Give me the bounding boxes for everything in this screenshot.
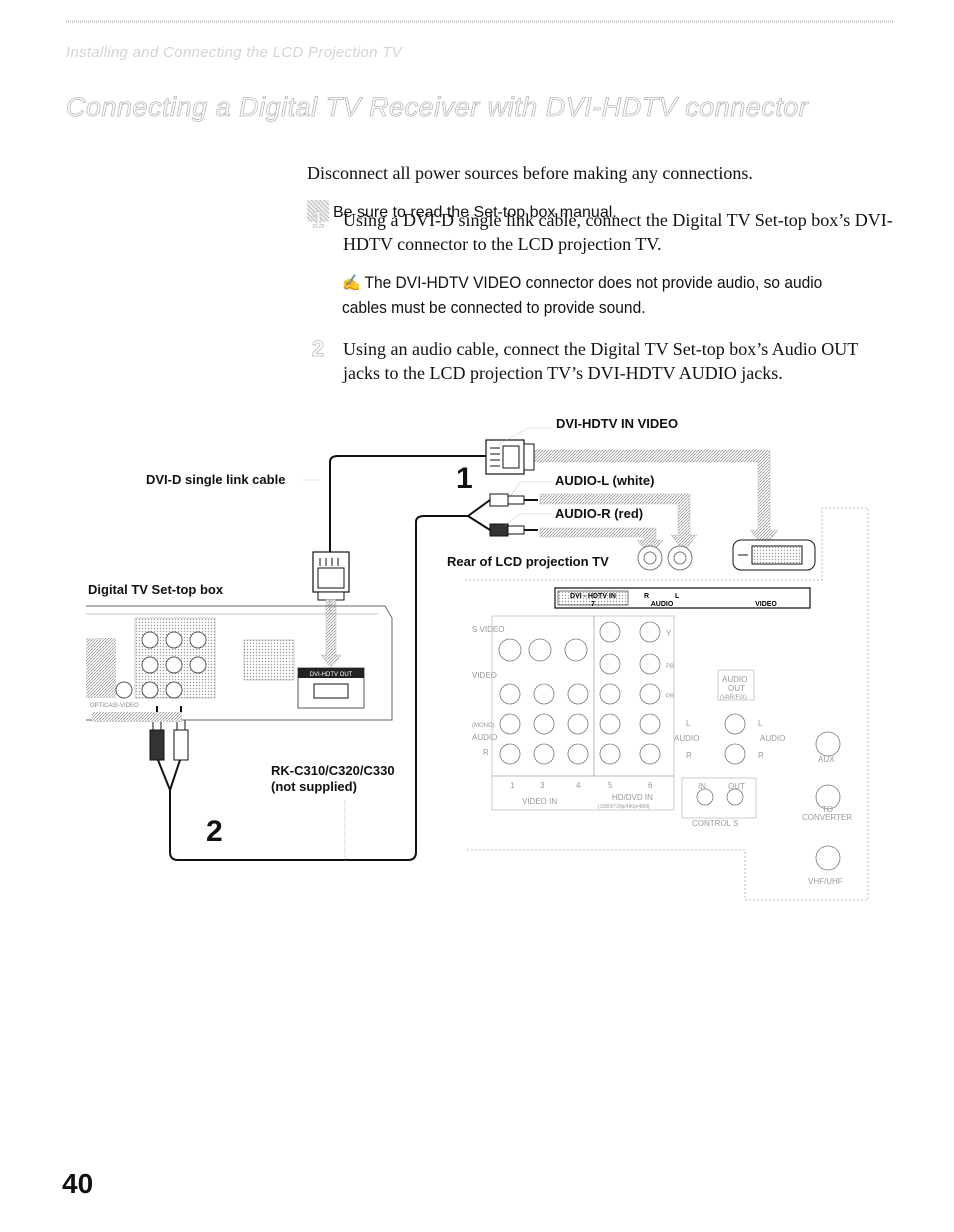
page-number: 40 (62, 1168, 94, 1199)
tv-dvi-in-label: DVI - HDTV IN (570, 593, 616, 600)
label-dvi-cable: DVI-D single link cable (146, 472, 286, 487)
tv-input-num-6: 6 (648, 781, 653, 790)
step-text: Using a DVI-D single link cable, connect… (343, 210, 893, 254)
tv-r-label-2: R (686, 751, 692, 760)
tv-svideo-label: S VIDEO (472, 625, 504, 634)
tv-audio-label-3: AUDIO (760, 734, 785, 743)
tv-l-label: L (686, 719, 691, 728)
settop-box: DVI-HDTV OUT OPTICAL S-VIDEO (86, 605, 393, 722)
settop-optical-label: OPTICAL (90, 703, 116, 709)
dvi-plug-top (485, 439, 535, 475)
tv-var-fix-label: (VAR/FIX) (720, 695, 747, 701)
label-dvi-hdtv-in-video: DVI-HDTV IN VIDEO (556, 416, 679, 431)
tv-input-num-3: 3 (540, 781, 545, 790)
tv-aux-label: AUX (818, 755, 835, 764)
tv-input-num-5: 5 (608, 781, 613, 790)
label-audio-r: AUDIO-R (red) (555, 506, 644, 521)
tv-to-label: TO (822, 805, 833, 814)
callout-2: 2 (206, 815, 223, 848)
dvi-settop-arrow (320, 599, 342, 669)
label-rk-note: (not supplied) (271, 779, 357, 794)
tip-icon (307, 200, 329, 222)
tv-video-in-label: VIDEO IN (522, 797, 557, 806)
audio-cable (169, 515, 468, 861)
label-settop-box: Digital TV Set-top box (88, 582, 224, 597)
note-text: The DVI-HDTV VIDEO connector does not pr… (342, 274, 823, 317)
rca-plug-white (489, 493, 538, 507)
step-text: Using an audio cable, connect the Digita… (343, 339, 858, 383)
audio-l-arrow (539, 493, 698, 553)
step-1: 1 Using a DVI-D single link cable, conne… (307, 207, 897, 256)
connection-diagram: DVI-HDTV OUT OPTICAL S-VIDEO DVI - HDTV … (86, 427, 869, 901)
tv-hd-dvd-label: HD/DVD IN (612, 793, 653, 802)
dvi-plug-settop (312, 551, 350, 601)
tv-rear-panel: DVI - HDTV IN 7 R L AUDIO VIDEO (465, 507, 869, 901)
tv-input-num-1: 1 (510, 781, 515, 790)
tv-l-label-3: L (758, 719, 763, 728)
step-2: 2 Using an audio cable, connect the Digi… (307, 336, 897, 385)
step-number: 1 (311, 207, 325, 232)
label-rear-tv: Rear of LCD projection TV (447, 554, 609, 569)
tv-in-label: IN (698, 782, 706, 791)
tv-audio-out-label: AUDIO (722, 675, 747, 684)
label-rk-model: RK-C310/C320/C330 (271, 763, 395, 778)
note: ✍The DVI-HDTV VIDEO connector does not p… (342, 271, 850, 320)
tv-mono-label: (MONO) (472, 723, 495, 729)
settop-svideo-label: S-VIDEO (114, 703, 139, 709)
page-title: Connecting a Digital TV Receiver with DV… (66, 92, 809, 123)
tv-dvi-l-label: L (675, 593, 680, 600)
tv-pr-label: PR (666, 694, 675, 700)
tv-video-label: VIDEO (472, 671, 497, 680)
tv-vhf-uhf-label: VHF/UHF (808, 877, 843, 886)
tv-converter-label: CONVERTER (802, 813, 852, 822)
settop-dvi-out-label: DVI-HDTV OUT (310, 672, 353, 678)
section-header: Installing and Connecting the LCD Projec… (66, 44, 402, 61)
tv-control-s-label: CONTROL S (692, 819, 738, 828)
tv-dvi-audio-label: AUDIO (651, 601, 674, 608)
intro-text: Disconnect all power sources before maki… (307, 163, 753, 183)
callout-1: 1 (456, 462, 473, 495)
rca-plugs-settop (149, 706, 189, 761)
tv-dvi-r-label: R (644, 593, 649, 600)
tip: Be sure to read the Set-top box manual. (307, 200, 887, 222)
tv-r-label-3: R (758, 751, 764, 760)
tv-pb-label: PB (666, 664, 674, 670)
tv-audio-out2-label: OUT (728, 684, 745, 693)
dvi-path-arrow (534, 449, 779, 549)
dvi-cable (329, 455, 486, 560)
rca-plug-red (489, 523, 538, 537)
tv-audio-label-2: AUDIO (674, 734, 699, 743)
pen-icon: ✍ (342, 275, 361, 292)
tv-y-label: Y (666, 629, 672, 638)
tv-out-label: OUT (728, 782, 745, 791)
tv-dvi-video-label: VIDEO (755, 601, 777, 608)
tip-text: Be sure to read the Set-top box manual. (333, 204, 617, 221)
header-rule (66, 20, 894, 23)
tv-audio-label: AUDIO (472, 733, 497, 742)
step-number: 2 (311, 336, 325, 361)
tv-r-label: R (483, 748, 489, 757)
tv-input-num-4: 4 (576, 781, 581, 790)
tv-dvi-in-num: 7 (591, 601, 595, 608)
tv-hd-dvd-sub: (1080i/720p/480p/480i) (598, 804, 650, 810)
label-audio-l: AUDIO-L (white) (555, 473, 655, 488)
